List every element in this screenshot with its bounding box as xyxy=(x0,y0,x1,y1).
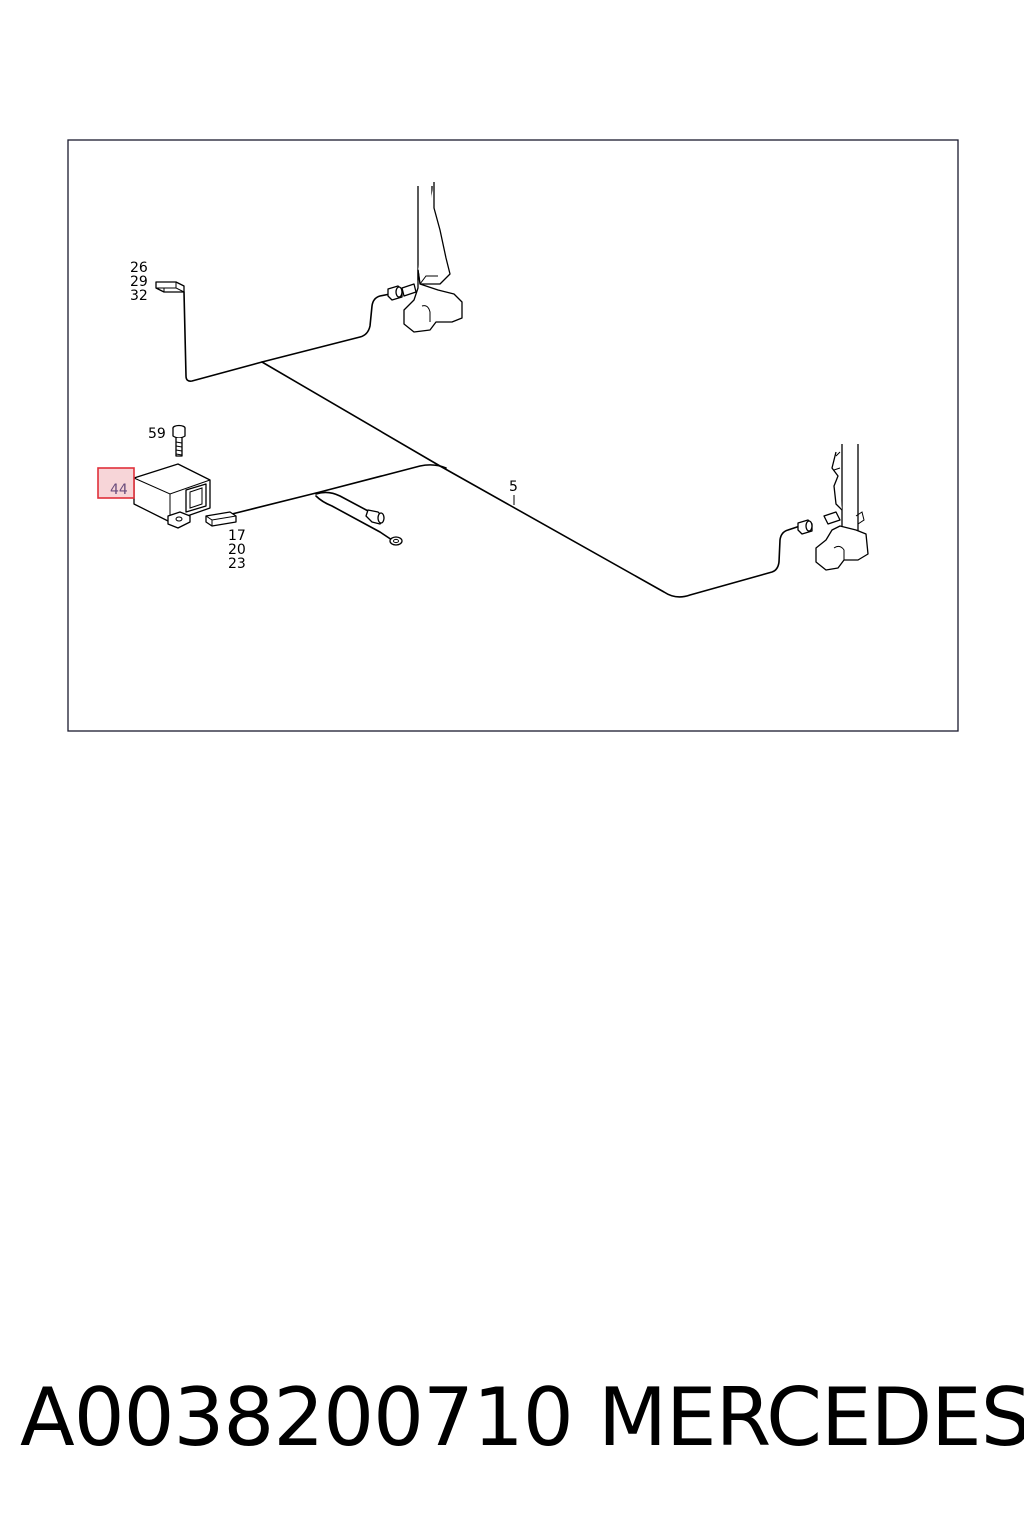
wire-upper-branch xyxy=(183,291,391,382)
label-top-connector-3: 32 xyxy=(130,288,148,304)
upper-wheel-bracket xyxy=(387,182,463,333)
label-harness: 5 xyxy=(509,479,518,495)
brand-name: MERCEDES xyxy=(598,1371,1024,1464)
label-control-unit[interactable]: 44 xyxy=(110,482,128,498)
label-bolt: 59 xyxy=(148,426,166,442)
wire-lower-branch xyxy=(231,464,447,515)
label-top-connector-2: 29 xyxy=(130,274,148,290)
wire-main-harness xyxy=(261,361,801,598)
lower-sensor xyxy=(365,509,385,525)
label-bottom-connector-2: 20 xyxy=(228,542,246,558)
label-bottom-connector-3: 23 xyxy=(228,556,246,572)
parts-diagram: 26 29 32 5 17 20 23 xyxy=(67,139,959,732)
callout-highlight-box[interactable] xyxy=(97,467,135,499)
ground-terminal xyxy=(389,536,403,546)
bolt xyxy=(172,424,186,457)
bottom-connector xyxy=(205,511,237,527)
wire-lower-branch-2 xyxy=(315,491,371,513)
part-number: A0038200710 xyxy=(20,1371,574,1464)
label-bottom-connector-1: 17 xyxy=(228,528,246,544)
diagram-frame xyxy=(67,139,959,732)
label-top-connector-1: 26 xyxy=(130,260,148,276)
right-wheel-bracket xyxy=(797,444,869,571)
top-left-connector xyxy=(155,281,185,293)
wire-ground-lead xyxy=(315,495,393,541)
control-unit xyxy=(133,463,211,529)
